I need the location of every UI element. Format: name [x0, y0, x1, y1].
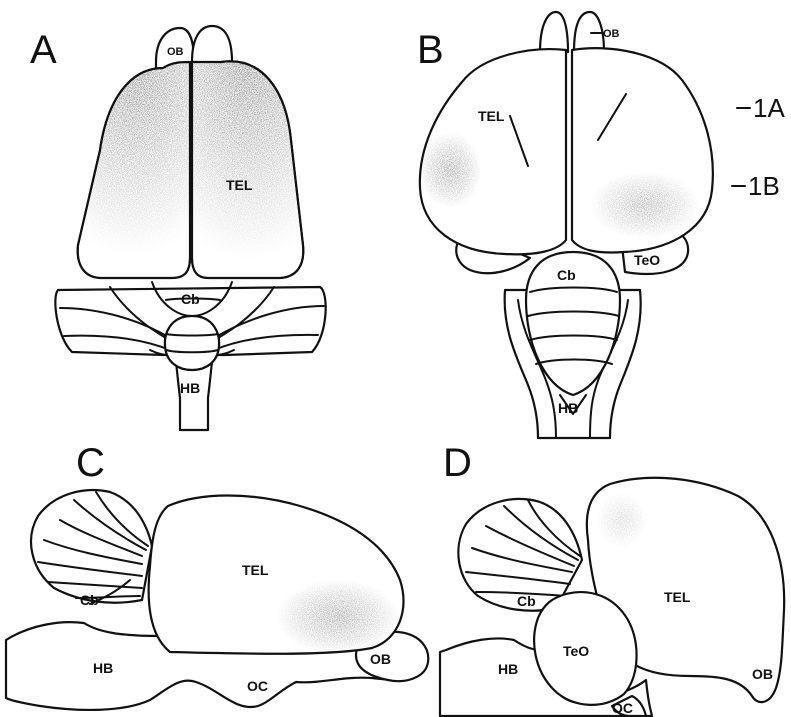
label-tel: TEL: [664, 589, 691, 605]
label-tel: TEL: [226, 177, 253, 193]
label-shading: [596, 492, 648, 548]
label-ob: OB: [370, 651, 391, 667]
section-mark-1b: 1B: [748, 171, 780, 201]
panel-b: B 1A 1B OB TEL TeO Cb: [417, 12, 785, 438]
label-oc: OC: [247, 678, 268, 694]
panel-b-letter: B: [417, 28, 444, 72]
label-teo: TeO: [563, 643, 589, 659]
cerebellum: [31, 490, 152, 603]
label-shading: [188, 50, 308, 260]
label-shading: [589, 171, 701, 239]
panel-a-letter: A: [30, 28, 57, 72]
label-hb: HB: [498, 661, 518, 677]
label-hb: HB: [558, 400, 578, 416]
label-cb: Cb: [517, 593, 536, 609]
label-tel: TEL: [242, 562, 269, 578]
label-cb: Cb: [181, 291, 200, 307]
section-mark-1a: 1A: [753, 93, 785, 123]
label-teo: TeO: [634, 252, 660, 268]
label-shading: [70, 55, 195, 255]
label-cb: Cb: [557, 267, 576, 283]
label-ob: OB: [603, 28, 620, 40]
cerebellum-body: [165, 316, 219, 370]
panel-d-letter: D: [443, 441, 472, 485]
label-tel: TEL: [478, 108, 505, 124]
label-oc: OC: [612, 700, 633, 716]
label-ob: OB: [167, 46, 184, 58]
label-ob: OB: [752, 666, 773, 682]
olfactory-bulb-left: [540, 12, 568, 52]
label-hb: HB: [93, 660, 113, 676]
panel-c-letter: C: [76, 441, 105, 485]
label-hb: HB: [180, 380, 200, 396]
panel-d: D TEL Cb TeO HB OC OB: [440, 441, 784, 716]
label-cb: Cb: [80, 592, 99, 608]
panel-c: C TEL Cb HB OB OC: [6, 441, 428, 710]
label-shading: [276, 579, 400, 655]
label-shading: [418, 132, 482, 208]
panel-a: A OB TEL Cb HB: [30, 26, 326, 430]
